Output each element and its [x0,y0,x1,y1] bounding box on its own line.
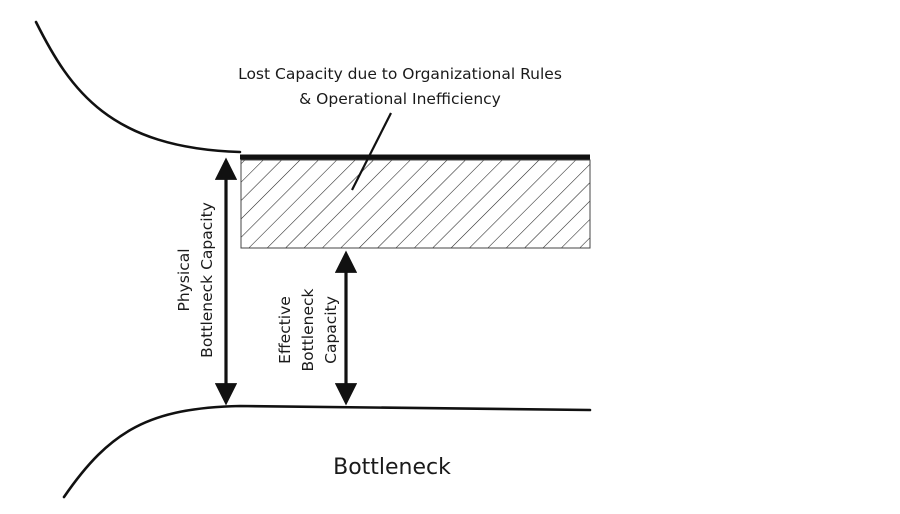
lost-capacity-label-line1: Lost Capacity due to Organizational Rule… [238,65,562,83]
effective-capacity-label-line3: Capacity [322,296,340,364]
lost-capacity-leader-line [351,112,392,191]
effective-capacity-label-line2: Bottleneck [299,288,317,371]
lower-bottleneck-curve [62,404,592,499]
physical-capacity-label-line2: Bottleneck Capacity [198,202,216,358]
lost-capacity-hatched-region [240,159,591,249]
physical-capacity-label: Physical Bottleneck Capacity [175,202,216,358]
upper-bottleneck-curve [34,20,242,154]
effective-capacity-label: Effective Bottleneck Capacity [276,288,340,371]
bottleneck-title: Bottleneck [333,455,451,480]
lost-capacity-label-line2: & Operational Inefficiency [299,90,501,108]
effective-capacity-label-line1: Effective [276,296,294,364]
physical-capacity-label-line1: Physical [175,248,193,311]
